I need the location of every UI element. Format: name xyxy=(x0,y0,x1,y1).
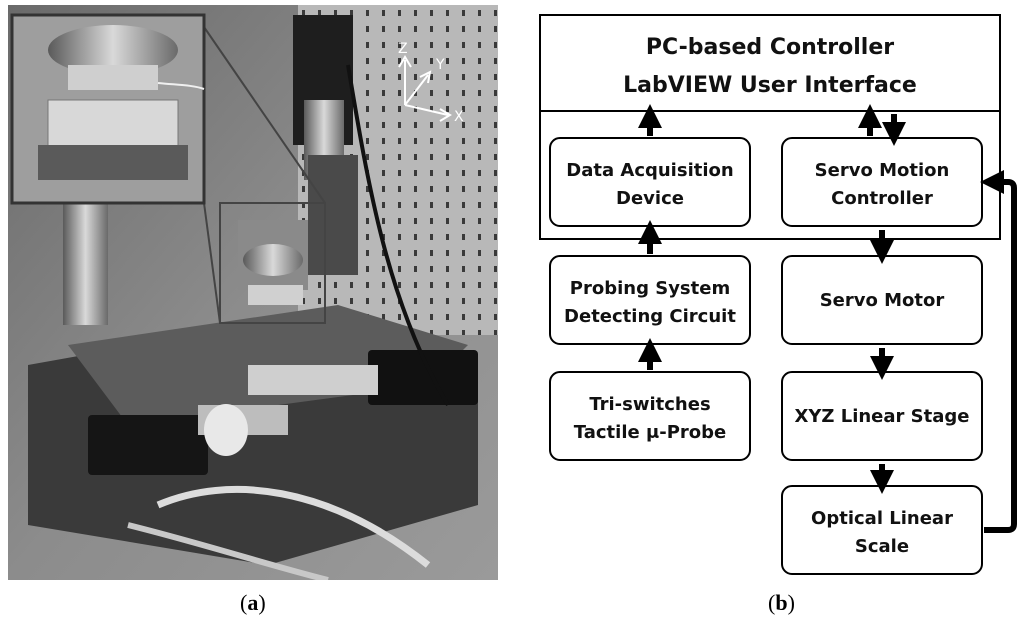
axis-label-x: X xyxy=(454,109,464,125)
servo-motor-label: Servo Motor xyxy=(820,290,945,311)
axis-indicator xyxy=(398,55,452,122)
daq-label-2: Device xyxy=(616,188,684,209)
optical-scale-label-1: Optical Linear xyxy=(811,508,953,529)
pc-controller-box xyxy=(539,14,1001,112)
pc-controller-subtitle: LabVIEW User Interface xyxy=(623,73,917,98)
x-motor xyxy=(368,350,478,405)
servo-controller-box xyxy=(781,137,983,227)
pc-controller-title: PC-based Controller xyxy=(646,35,894,60)
inset-closeup xyxy=(10,13,206,205)
tri-switch-label-1: Tri-switches xyxy=(589,394,710,415)
tri-switch-probe-box xyxy=(549,371,751,461)
daq-label-1: Data Acquisition xyxy=(566,160,733,181)
cable-3 xyxy=(127,522,329,580)
axis-label-z: Z xyxy=(398,41,408,57)
probing-circuit-box xyxy=(549,255,751,345)
probe-disc xyxy=(243,244,303,276)
probing-label-2: Detecting Circuit xyxy=(564,306,736,327)
zoom-region-box xyxy=(219,202,326,324)
block-diagram: PC-based Controller LabVIEW User Interfa… xyxy=(539,14,1017,575)
axis-label-y: Y xyxy=(435,57,445,73)
servo-controller-label-2: Controller xyxy=(831,188,933,209)
cable-1 xyxy=(346,64,450,407)
lamp-bulb xyxy=(204,404,248,456)
setup-photo: Z Y X xyxy=(8,5,498,580)
daq-box xyxy=(549,137,751,227)
zoom-line-top xyxy=(203,26,326,204)
servo-controller-label-1: Servo Motion xyxy=(815,160,950,181)
caption-a: (a) xyxy=(240,590,266,615)
arrow-feedback-loop xyxy=(980,170,1017,533)
left-post xyxy=(63,195,108,325)
probe-plate xyxy=(248,285,303,305)
y-motor xyxy=(88,415,208,475)
caption-b: (b) xyxy=(768,590,795,615)
x-rail xyxy=(248,365,378,395)
probing-label-1: Probing System xyxy=(570,278,730,299)
zoom-line-bottom xyxy=(203,202,221,324)
optical-scale-box xyxy=(781,485,983,575)
optical-scale-label-2: Scale xyxy=(855,536,909,557)
cable-2 xyxy=(156,485,431,568)
tri-switch-label-2: Tactile μ-Probe xyxy=(574,422,726,443)
xyz-stage-label: XYZ Linear Stage xyxy=(795,406,970,427)
z-column xyxy=(308,155,358,275)
